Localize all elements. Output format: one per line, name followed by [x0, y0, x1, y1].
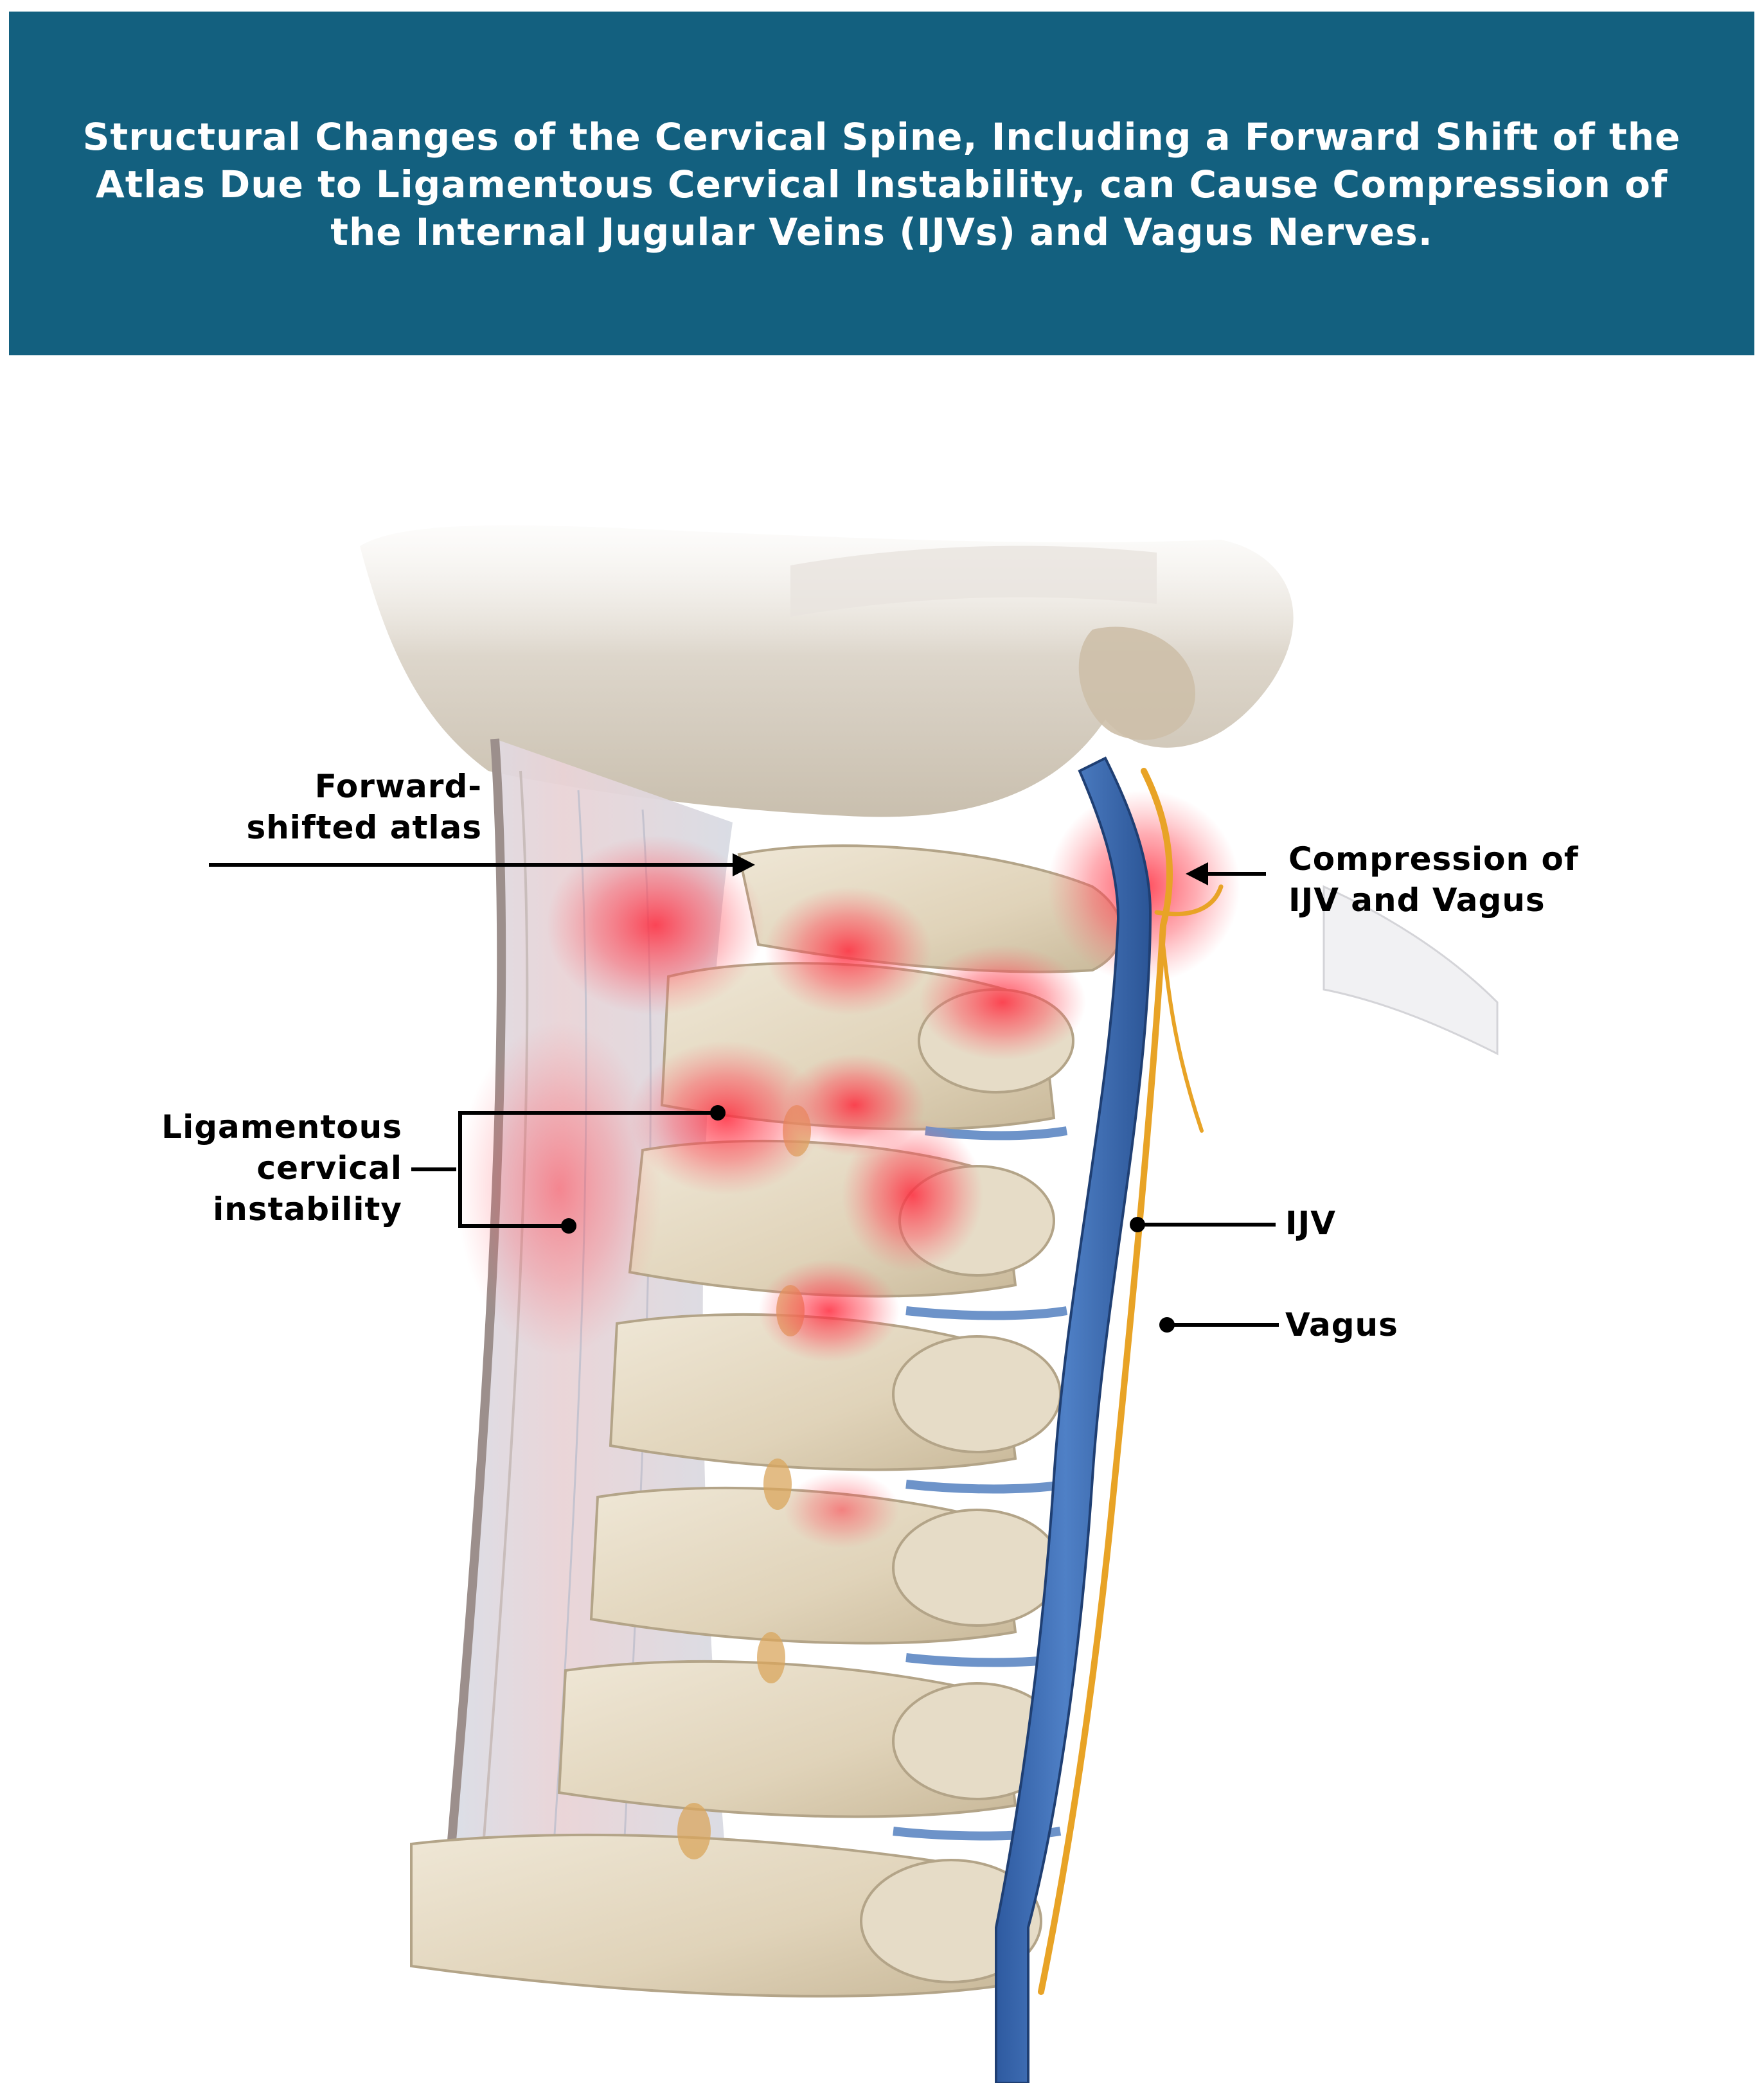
inflammation-glows: [456, 790, 1240, 1548]
skull-base: [360, 525, 1294, 817]
vagus-nerve: [1038, 768, 1224, 1995]
label-ijv: IJV: [1285, 1205, 1336, 1242]
page-title: Structural Changes of the Cervical Spine…: [82, 115, 1681, 254]
c6-vertebra: [557, 1660, 1017, 1818]
annotation-dots: [561, 1105, 1175, 1333]
instability-bracket: [458, 1111, 718, 1228]
label-vagus: Vagus: [1285, 1306, 1398, 1343]
label-forward-shifted-atlas: Forward- shifted atlas: [246, 768, 482, 846]
label-ligamentous-instability: Ligamentous cervical instability: [161, 1108, 402, 1228]
compression-arrowhead: [1186, 862, 1208, 885]
label-compression-ijv-vagus: Compression of IJV and Vagus: [1288, 840, 1579, 919]
annotation-lines: [209, 853, 1279, 1327]
title-banner: Structural Changes of the Cervical Spine…: [9, 12, 1754, 355]
atlas-arrowhead: [733, 853, 755, 876]
internal-jugular-vein: [995, 756, 1152, 2083]
jaw-outline: [1323, 885, 1499, 1056]
c5-vertebra: [589, 1486, 1017, 1645]
